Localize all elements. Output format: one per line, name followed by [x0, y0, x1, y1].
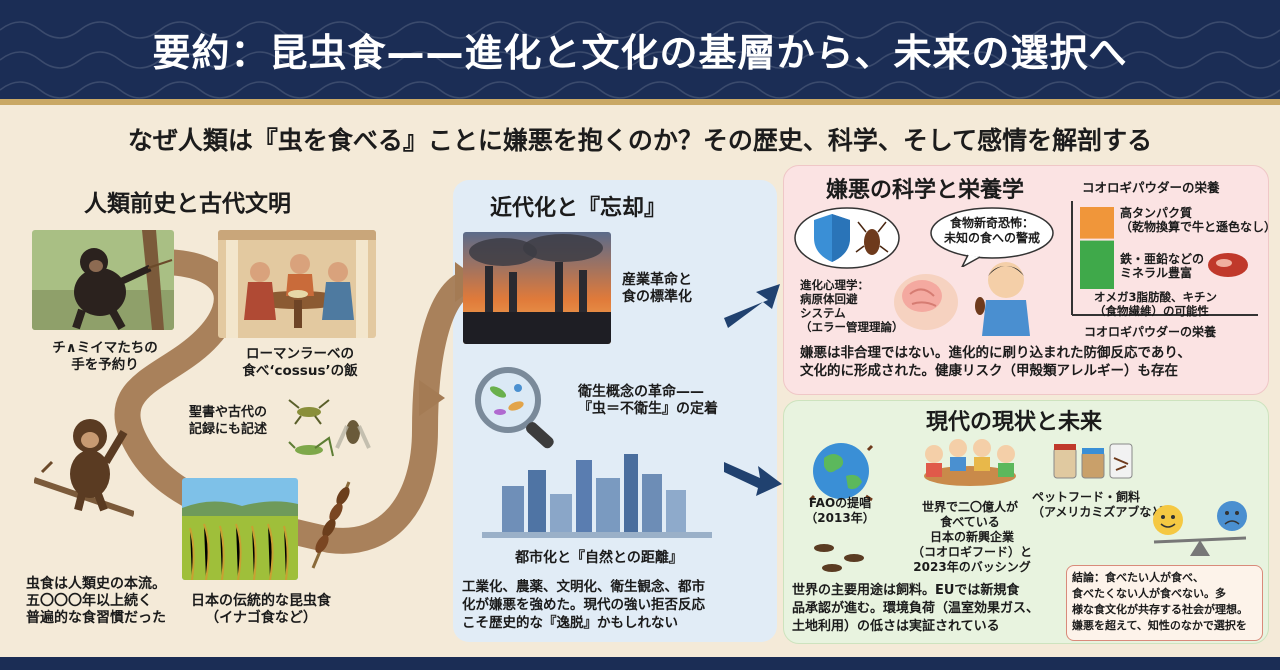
petfood-caption: ペットフード・飼料（アメリカミズアブなど） — [1032, 490, 1176, 519]
insect-icon — [975, 297, 985, 315]
locust-icon — [288, 399, 330, 425]
shield-icon — [814, 214, 850, 262]
globe-icon — [808, 443, 874, 502]
neophobia-bubble-shape — [930, 207, 1054, 267]
nutrient-protein: 高タンパク質（乾物換算で牛と遜色なし） — [1120, 206, 1277, 234]
roman-feast-image — [218, 230, 376, 338]
science-summary: 嫌悪は非合理ではない。進化的に刷り込まれた防御反応であり、文化的に形成された。健… — [800, 345, 1191, 379]
science-heading: 嫌悪の科学と栄養学 — [826, 178, 1025, 203]
subtitle: なぜ人類は『虫を食べる』ことに嫌悪を抱くのか？その歴史、科学、そして感情を解剖す… — [127, 126, 1153, 155]
sad-face-icon — [1217, 501, 1247, 531]
child-icon — [982, 262, 1030, 336]
footer-band — [0, 657, 1280, 670]
feed-jars-icon — [1053, 443, 1133, 479]
nutrition-chart — [1071, 201, 1258, 316]
hygiene-caption: 衛生概念の革命——『虫＝不衛生』の定着 — [578, 384, 718, 417]
skewer-icon — [311, 481, 351, 569]
roman-caption: ローマンラーベの食べ‘cossus’の飯 — [242, 346, 358, 379]
world-caption: 世界で二〇億人が食べている — [921, 500, 1018, 529]
science-panel — [783, 165, 1269, 395]
bible-note: 聖書や古代の記録にも記述 — [188, 405, 267, 437]
industry-caption: 産業革命と食の標準化 — [622, 272, 692, 305]
factory-image — [463, 232, 611, 344]
future-heading: 現代の現状と未来 — [926, 410, 1103, 435]
magnifier-bacteria-icon — [475, 367, 554, 449]
future-summary: 世界の主要用途は飼料。EUでは新規食品承認が進む。環境負荷（温室効果ガス、土地利… — [792, 583, 1040, 634]
chimp-branch-image — [34, 402, 134, 522]
chimp-caption: チ∧ミイマたちの手を予約り — [52, 340, 158, 373]
city-caption: 都市化と『自然との距離』 — [515, 550, 683, 566]
page-title: 要約：昆虫食——進化と文化の基層から、未来の選択へ — [152, 31, 1128, 75]
happy-face-icon — [1153, 505, 1183, 535]
japan-caption: 日本の伝統的な昆虫食（イナゴ食など） — [191, 593, 331, 626]
city-skyline-image — [482, 454, 712, 538]
crickets-icon — [814, 544, 864, 572]
nutrient-omega: オメガ3脂肪酸、キチン（食物繊維）の可能性 — [1094, 290, 1218, 318]
wave-pattern — [0, 21, 1280, 99]
cicada-icon — [335, 420, 371, 449]
history-summary: 虫食は人類史の本流。五〇〇〇年以上続く普遍的な食習慣だった — [26, 576, 166, 626]
evolution-label: 進化心理学：病原体回避システム（エラー管理理論） — [800, 278, 904, 334]
defense-bubble — [794, 207, 900, 269]
nutrient-minerals: 鉄・亜鉛などのミネラル豊富 — [1120, 252, 1205, 280]
brain-icon — [894, 274, 958, 330]
grasshopper-icon — [288, 436, 334, 457]
locust-icons — [288, 399, 371, 457]
modern-summary: 工業化、農薬、文明化、衛生観念、都市化が嫌悪を強めた。現代の強い拒否反応こそ歴史… — [462, 579, 705, 631]
history-heading: 人類前史と古代文明 — [84, 191, 291, 217]
powder-title: コオロギパウダーの栄養 — [1082, 180, 1220, 195]
title-banner: 要約：昆虫食——進化と文化の基層から、未来の選択へ — [0, 0, 1280, 105]
conclusion-box — [1066, 565, 1263, 641]
nutrient-bar-1 — [1080, 240, 1114, 289]
nutrient-bar-0 — [1080, 207, 1114, 239]
chimp-image — [32, 230, 174, 330]
cockroach-icon — [855, 221, 889, 255]
meat-icon — [1208, 253, 1248, 277]
powder-axis-label: コオロギパウダーの栄養 — [1084, 325, 1217, 339]
conclusion-text: 結論：食べたい人が食べ、食べたくない人が食べない。多様な食文化が共存する社会が理… — [1072, 571, 1248, 632]
fao-caption: FAOの提唱（2013年） — [805, 496, 875, 525]
modern-heading: 近代化と『忘却』 — [490, 196, 667, 221]
brain-child-illustration — [894, 262, 1030, 336]
balance-scale-icon — [1153, 501, 1247, 556]
neophobia-bubble: 食物新奇恐怖：未知の食への警戒 — [943, 216, 1040, 245]
rice-field-image — [182, 478, 298, 580]
family-eating-icon — [924, 439, 1016, 486]
